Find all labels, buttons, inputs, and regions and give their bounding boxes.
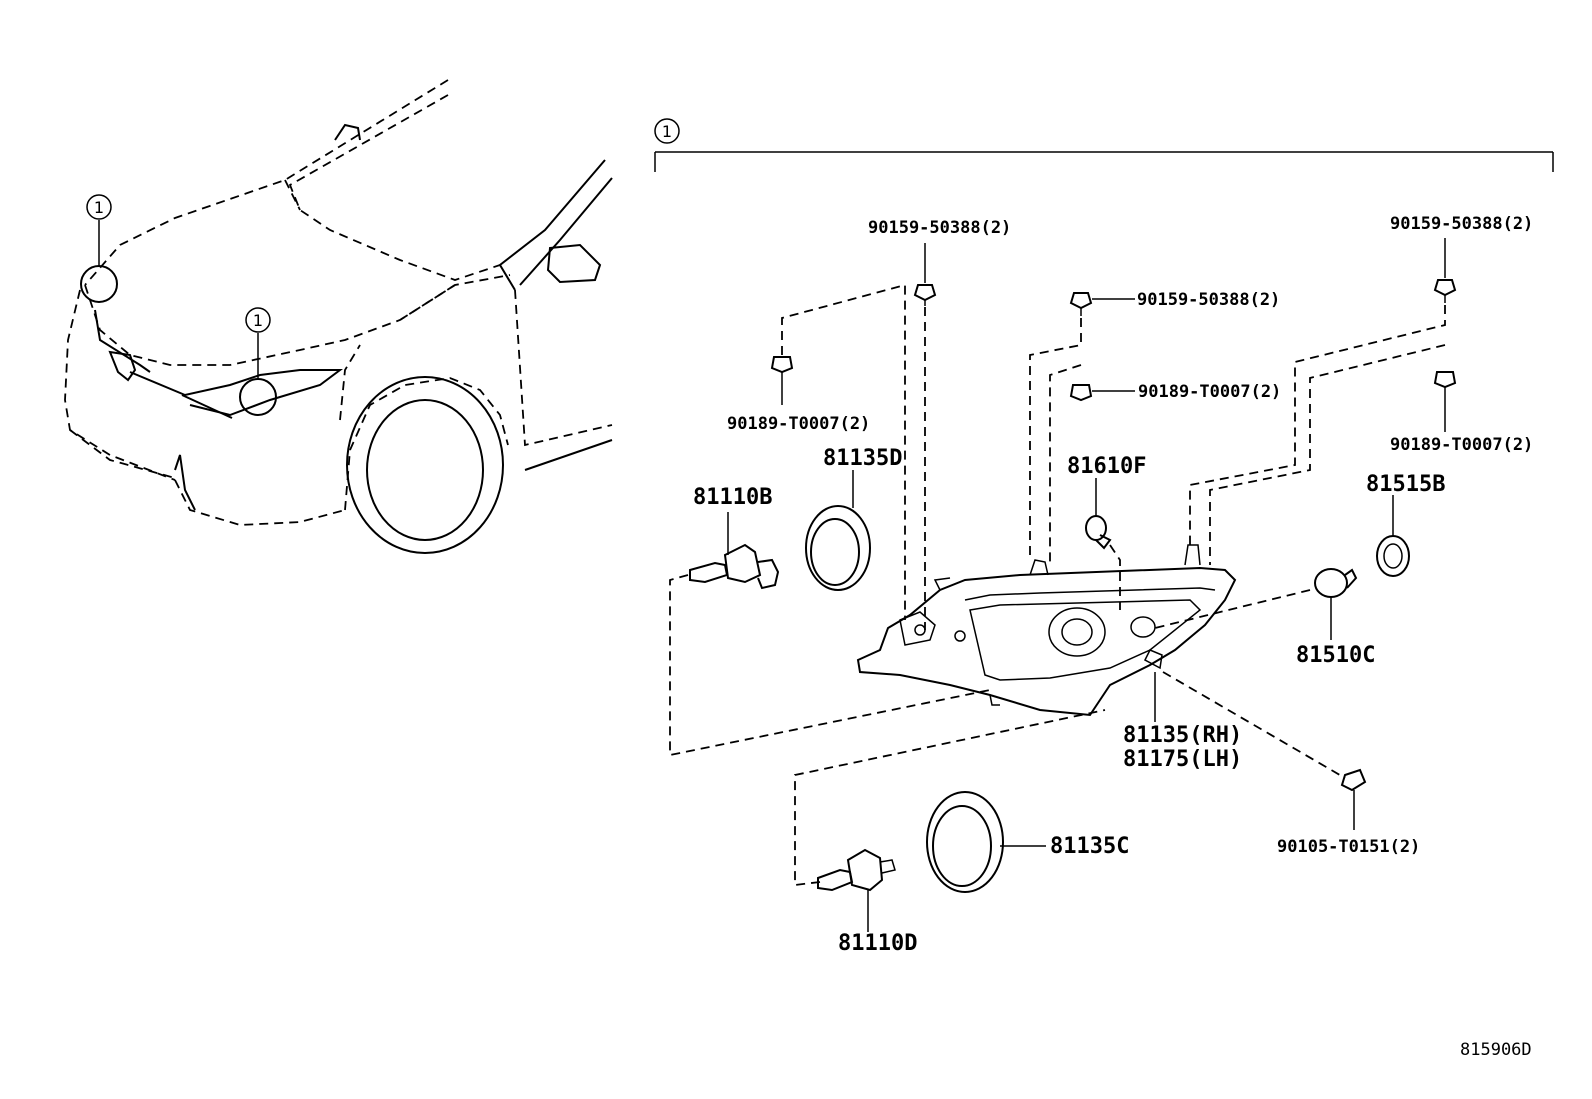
- bulb-81510C: [1314, 568, 1358, 640]
- label-81175-lh: 81175(LH): [1123, 747, 1242, 772]
- assembly-bracket: [654, 118, 1554, 172]
- screw-90159-left: [913, 243, 937, 306]
- label-81610F: 81610F: [1067, 454, 1146, 479]
- socket-81515B: [1376, 495, 1410, 577]
- callout-marker-1-left: [86, 194, 112, 220]
- label-81135C: 81135C: [1050, 834, 1129, 859]
- label-90189-right: 90189-T0007(2): [1390, 435, 1533, 455]
- label-90105: 90105-T0151(2): [1277, 837, 1420, 857]
- headlamp-housing: [856, 544, 1237, 717]
- callout-number-right: 1: [253, 311, 263, 330]
- car-front-illustration: [64, 79, 613, 554]
- screw-90159-right: [1433, 238, 1457, 303]
- seal-ring-81135D: [805, 470, 871, 591]
- headlamp-callout-circle-right: [239, 378, 277, 416]
- label-90159-right: 90159-50388(2): [1390, 214, 1533, 234]
- label-81110D: 81110D: [838, 931, 917, 956]
- bolt-90105: [1340, 768, 1367, 830]
- assembly-dashed-lines: [669, 283, 1446, 887]
- bulb-81610F: [1085, 478, 1112, 550]
- label-81135D: 81135D: [823, 446, 902, 471]
- label-90159-left: 90159-50388(2): [868, 218, 1011, 238]
- label-90189-left: 90189-T0007(2): [727, 414, 870, 434]
- label-81510C: 81510C: [1296, 643, 1375, 668]
- diagram-id: 815906D: [1460, 1040, 1532, 1060]
- clip-90189-left: [770, 356, 794, 405]
- bulb-81110B: [689, 512, 780, 590]
- label-90189-mid: 90189-T0007(2): [1138, 382, 1281, 402]
- callout-marker-1-right: [245, 307, 271, 333]
- assembly-callout-number: 1: [662, 122, 672, 141]
- label-90159-mid: 90159-50388(2): [1137, 290, 1280, 310]
- label-81135-rh: 81135(RH): [1123, 723, 1242, 748]
- bulb-81110D: [817, 848, 896, 932]
- screw-90159-mid: [1069, 292, 1135, 316]
- label-81515B: 81515B: [1366, 472, 1445, 497]
- callout-number-left: 1: [94, 198, 104, 217]
- clip-90189-mid: [1069, 384, 1135, 402]
- label-81110B: 81110B: [693, 485, 772, 510]
- clip-90189-right: [1433, 371, 1457, 432]
- seal-ring-81135C: [926, 791, 1046, 893]
